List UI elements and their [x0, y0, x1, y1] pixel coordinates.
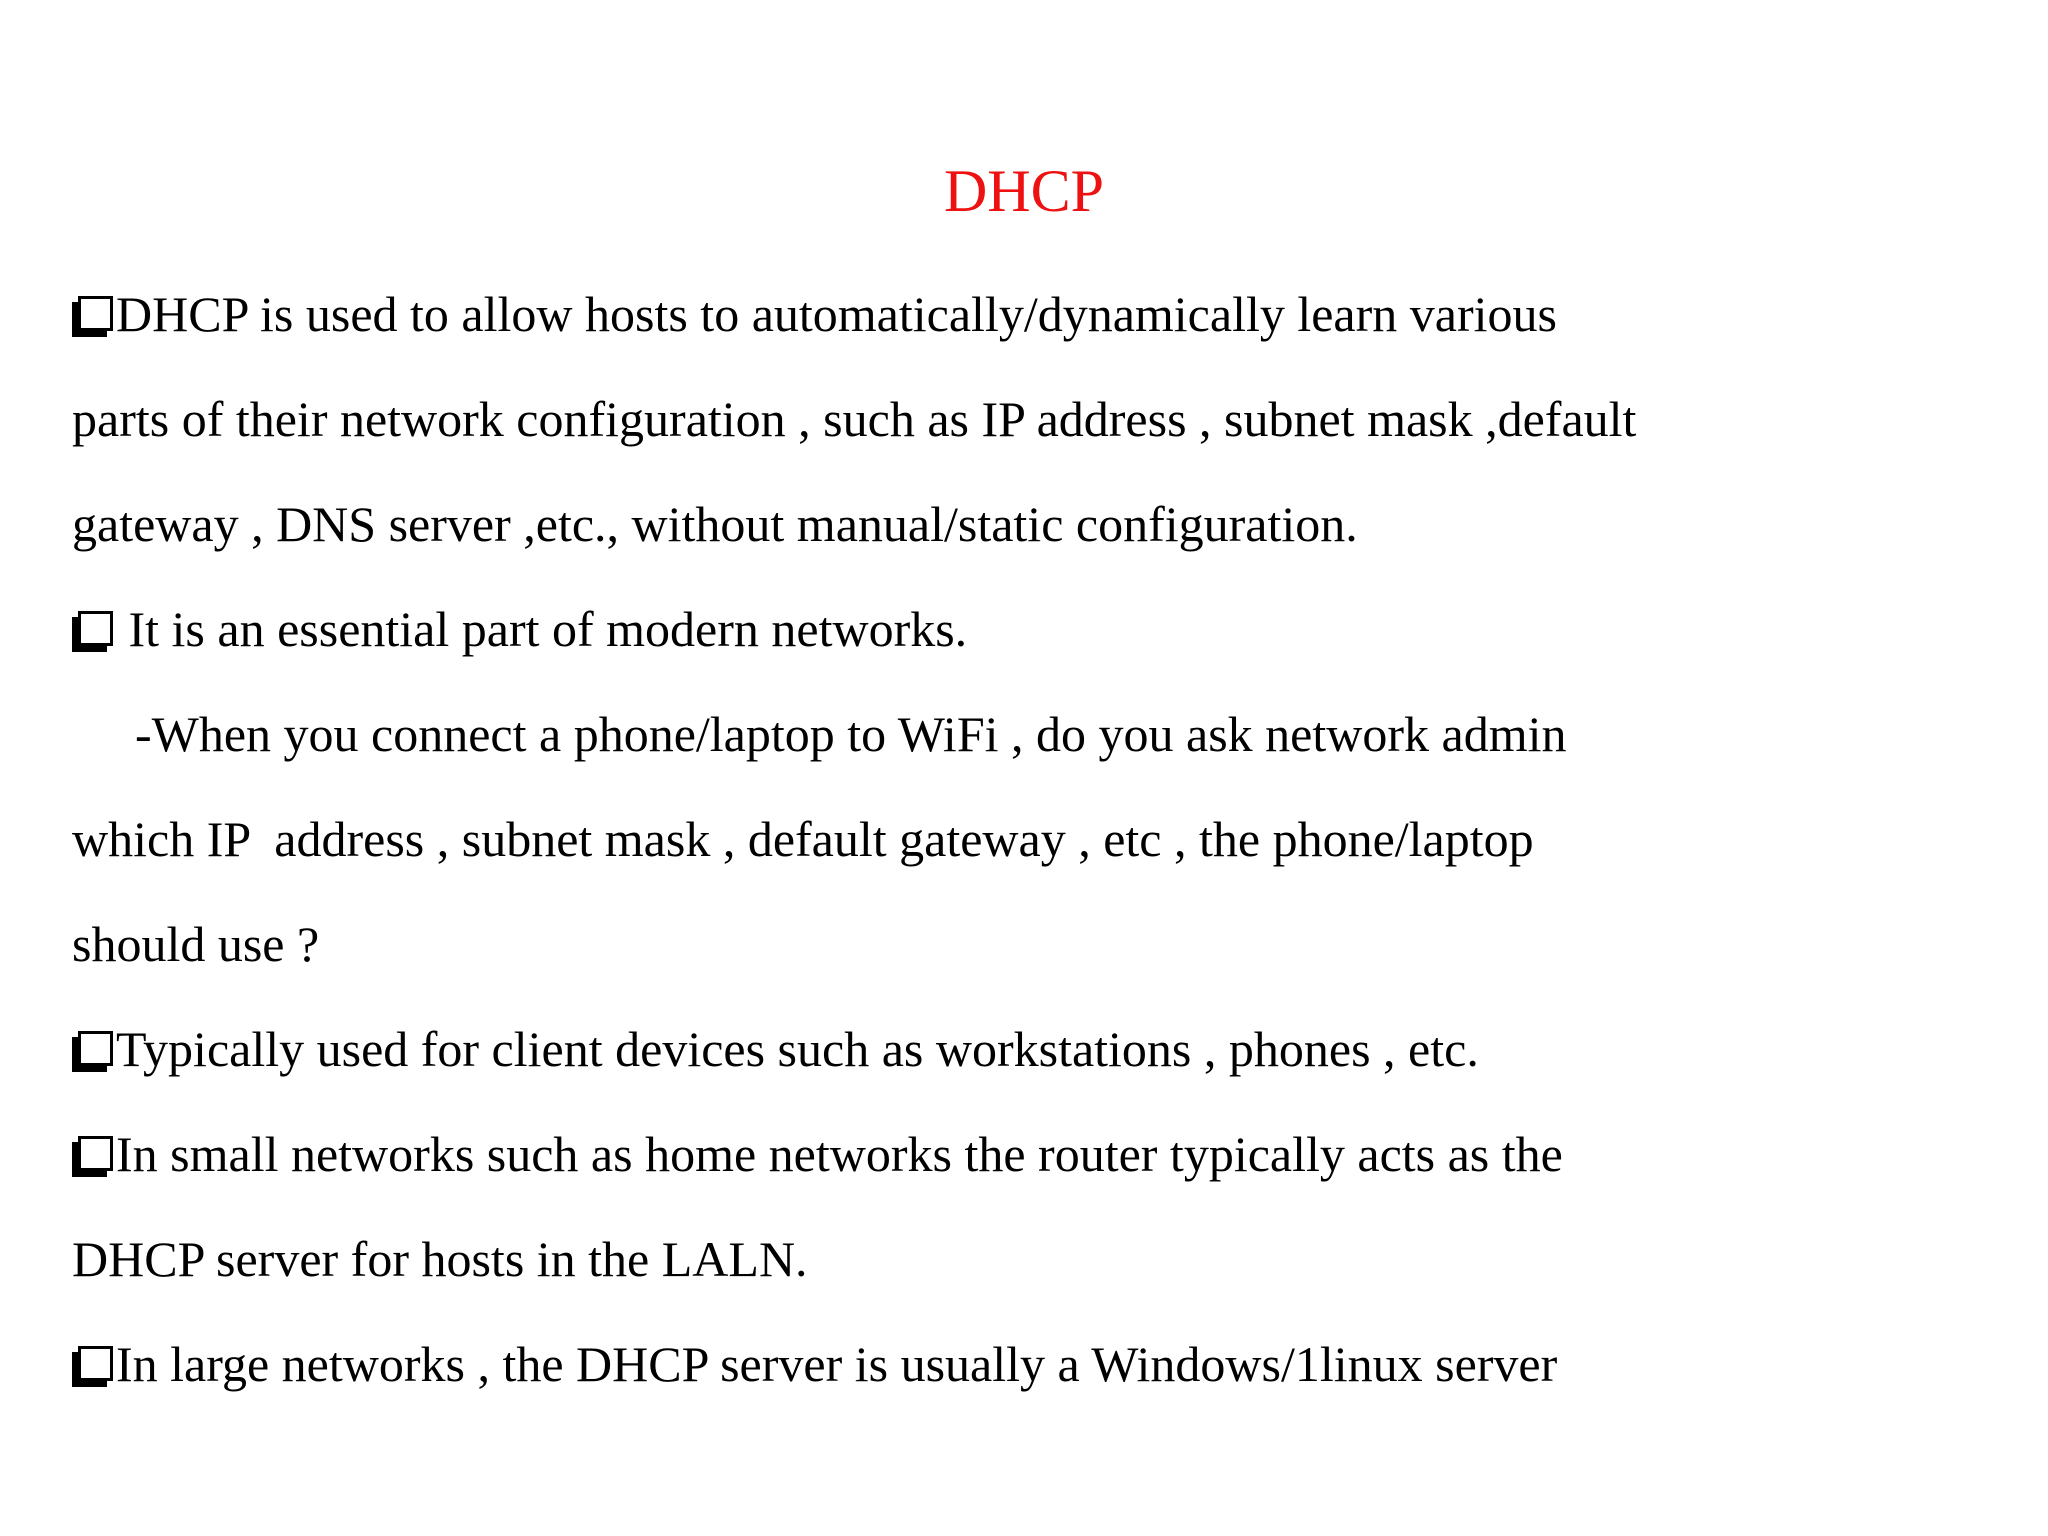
shadowed-square-bullet-icon — [78, 1031, 113, 1066]
shadowed-square-bullet-icon — [78, 611, 113, 646]
bullet-line: It is an essential part of modern networ… — [72, 577, 1988, 682]
text-line: parts of their network configuration , s… — [72, 367, 1988, 472]
line-text: parts of their network configuration , s… — [72, 391, 1637, 447]
line-text: In large networks , the DHCP server is u… — [116, 1336, 1558, 1392]
line-text: It is an essential part of modern networ… — [116, 601, 968, 657]
line-text: should use ? — [72, 916, 320, 972]
slide-body: DHCP is used to allow hosts to automatic… — [72, 262, 1988, 1417]
dash-sub-line: -When you connect a phone/laptop to WiFi… — [72, 682, 1988, 787]
shadowed-square-bullet-icon — [78, 1346, 113, 1381]
line-text: DHCP server for hosts in the LALN. — [72, 1231, 808, 1287]
line-text: Typically used for client devices such a… — [116, 1021, 1479, 1077]
bullet-line: In large networks , the DHCP server is u… — [72, 1312, 1988, 1417]
bullet-line: In small networks such as home networks … — [72, 1102, 1988, 1207]
line-text: -When you connect a phone/laptop to WiFi… — [135, 706, 1567, 762]
text-line: gateway , DNS server ,etc., without manu… — [72, 472, 1988, 577]
slide-title: DHCP — [943, 158, 1105, 224]
line-text: gateway , DNS server ,etc., without manu… — [72, 496, 1358, 552]
line-text: In small networks such as home networks … — [116, 1126, 1563, 1182]
shadowed-square-bullet-icon — [78, 1136, 113, 1171]
line-text: DHCP is used to allow hosts to automatic… — [116, 286, 1557, 342]
text-line: should use ? — [72, 892, 1988, 997]
text-line: which IP address , subnet mask , default… — [72, 787, 1988, 892]
shadowed-square-bullet-icon — [78, 296, 113, 331]
bullet-line: Typically used for client devices such a… — [72, 997, 1988, 1102]
bullet-line: DHCP is used to allow hosts to automatic… — [72, 262, 1988, 367]
text-line: DHCP server for hosts in the LALN. — [72, 1207, 1988, 1312]
line-text: which IP address , subnet mask , default… — [72, 811, 1534, 867]
